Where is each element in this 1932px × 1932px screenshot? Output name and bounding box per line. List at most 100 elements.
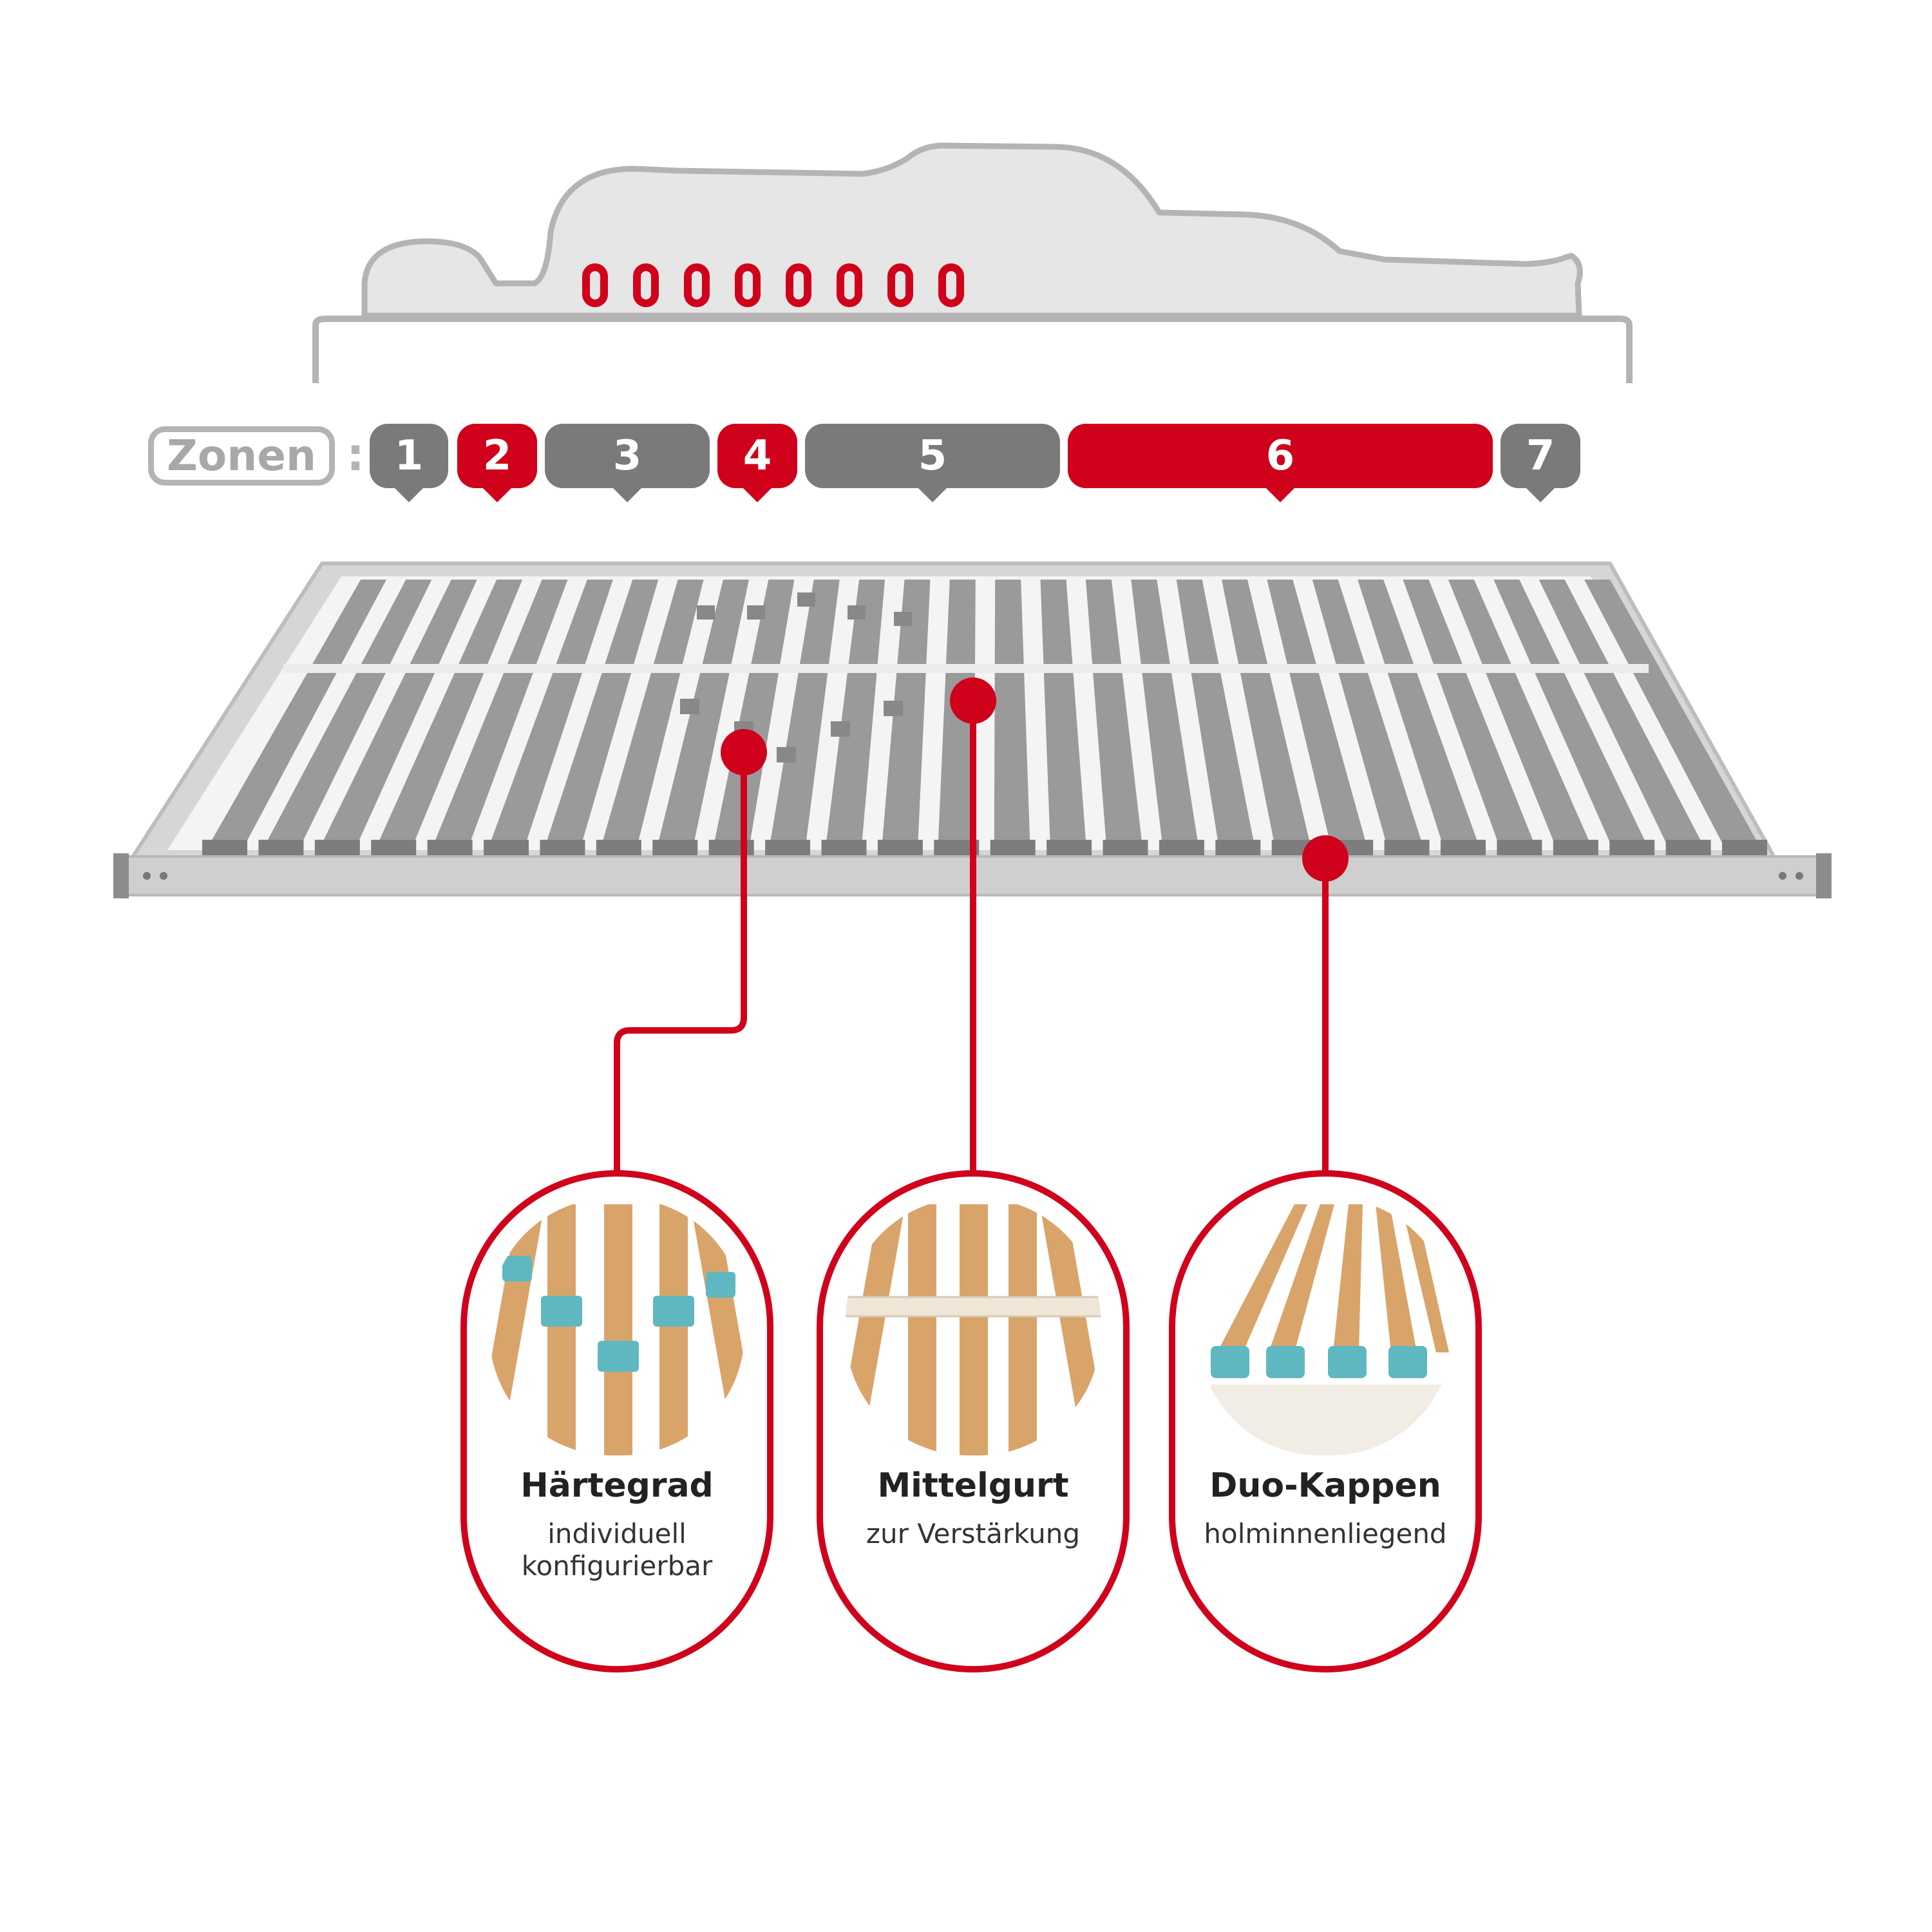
zone-pointer-5 [916, 486, 949, 502]
feature-subtitle-line: konfigurierbar [521, 1550, 713, 1582]
zone-pointer-3 [611, 486, 644, 502]
zone-pointer-7 [1524, 486, 1557, 502]
feature-subtitle-line: zur Verstärkung [866, 1518, 1081, 1549]
zone-label-3: 3 [612, 432, 642, 480]
slat-cap [1440, 840, 1486, 857]
slat [881, 580, 931, 850]
spring-marker [938, 263, 964, 307]
feature-subtitle-line: individuell [547, 1518, 687, 1549]
slat-cap [652, 840, 698, 857]
feature-title-mittelgurt: Mittelgurt [877, 1466, 1069, 1505]
slat [1040, 580, 1087, 850]
slat [825, 580, 886, 850]
callout-line-haertegrad [614, 750, 747, 1173]
slat-cap [877, 840, 923, 857]
zone-label-2: 2 [482, 432, 512, 480]
slat [206, 580, 386, 850]
slat-cap [484, 840, 529, 857]
slat-cap [1215, 840, 1261, 857]
slats-group [202, 580, 1767, 857]
center-belt-detail [846, 1296, 1101, 1318]
zone-label-4: 4 [743, 432, 772, 480]
feature-subtitle-line: holminnenliegend [1204, 1518, 1447, 1549]
callout-dot-mittelgurt [950, 677, 996, 724]
cap-teal [502, 1256, 532, 1282]
feature-mittelgurt: Mittelgurt zur Verstärkung [812, 1465, 1134, 1550]
slat [1493, 580, 1650, 850]
spring-marker [633, 263, 659, 307]
hardness-slider [680, 699, 699, 714]
zone-chip-3: 3 [545, 424, 710, 502]
spring-marker [582, 263, 608, 307]
slat-cap [1609, 840, 1655, 857]
hardness-slider [747, 605, 765, 620]
body-outline [361, 142, 1583, 319]
slat-cap [765, 840, 811, 857]
front-rail-cap-left [113, 853, 129, 898]
cap-teal [653, 1296, 694, 1327]
spring-markers [582, 263, 964, 307]
bolt-right-2 [1795, 872, 1803, 880]
slat-cap [1046, 840, 1092, 857]
cap-teal [1328, 1346, 1367, 1378]
hardness-slider [894, 612, 912, 626]
slat [769, 580, 840, 850]
slat-cap [821, 840, 867, 857]
slat [1131, 580, 1199, 850]
mattress-bracket [312, 316, 1633, 383]
spring-marker [837, 263, 862, 307]
slat-cap [258, 840, 304, 857]
zone-chip-6: 6 [1068, 424, 1493, 502]
feature-subtitle-mittelgurt: zur Verstärkung [812, 1518, 1134, 1550]
slat-cap [540, 840, 585, 857]
slat-cap [371, 840, 417, 857]
zone-label-6: 6 [1265, 432, 1295, 480]
zonen-label: Zonen [148, 426, 335, 486]
zone-chip-7: 7 [1501, 424, 1580, 502]
slat [1539, 580, 1706, 850]
slat [431, 580, 568, 850]
zone-label-1: 1 [394, 432, 424, 480]
slat-cap [1553, 840, 1598, 857]
zone-pointer-2 [480, 486, 514, 502]
slat [318, 580, 477, 850]
hardness-slider [797, 592, 815, 607]
cap-teal [1211, 1346, 1249, 1378]
zone-label-7: 7 [1526, 432, 1555, 480]
slat [544, 580, 659, 850]
zone-pointer-4 [741, 486, 774, 502]
zone-pointer-6 [1264, 486, 1297, 502]
hardness-slider [697, 605, 715, 620]
slat [262, 580, 432, 850]
cap-teal [1388, 1346, 1427, 1378]
spring-marker [786, 263, 811, 307]
hardness-slider [884, 701, 903, 716]
slat [1267, 580, 1368, 850]
cap-teal [706, 1272, 735, 1298]
slat [1176, 580, 1256, 850]
slat [1085, 580, 1143, 850]
zone-chip-4: 4 [717, 424, 797, 502]
zone-chip-5: 5 [805, 424, 1060, 502]
hardness-slider [848, 605, 866, 620]
zone-pointer-1 [392, 486, 426, 502]
slat-cap [596, 840, 641, 857]
zone-chip-1: 1 [370, 424, 448, 502]
duo-kappen-detail [1211, 1204, 1449, 1455]
slat [600, 580, 704, 850]
slat [712, 580, 795, 850]
slat-cap [1159, 840, 1204, 857]
zonen-colon: : [346, 428, 365, 481]
spring-marker [684, 263, 710, 307]
slat-cap [314, 840, 360, 857]
slat-cap [427, 840, 473, 857]
slat [1222, 580, 1312, 850]
slat-cap [990, 840, 1036, 857]
zone-chip-2: 2 [457, 424, 537, 502]
slat-cap [1384, 840, 1430, 857]
slat-cap [1722, 840, 1767, 857]
cap-teal [1266, 1346, 1305, 1378]
cap-teal [541, 1296, 582, 1327]
callout-dot-haertegrad [721, 729, 767, 775]
